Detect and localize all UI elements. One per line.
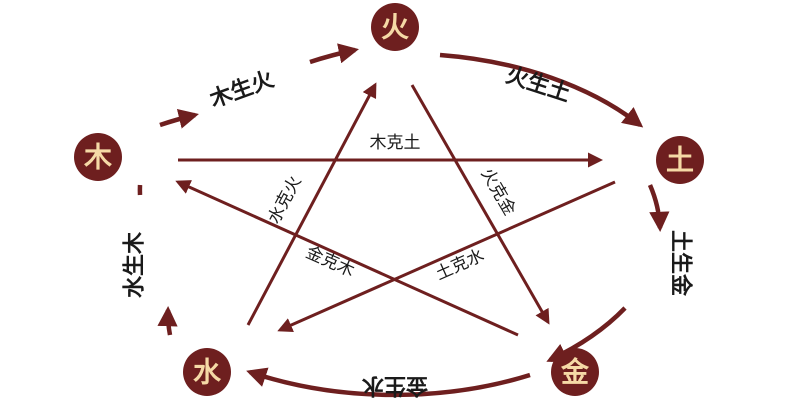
label-water-wood: 水生木: [123, 231, 148, 298]
node-wood-label: 木: [83, 141, 112, 174]
node-water: 水: [183, 348, 231, 396]
arc-wood-fire: [159, 108, 199, 129]
arc-fire-earth: [439, 52, 644, 128]
line-metal-wood: [175, 180, 519, 337]
label-metal-water: 金生水: [361, 373, 429, 399]
arc-wood-fire-upper: [309, 43, 359, 65]
label-wood-fire: 木生火: [206, 67, 278, 113]
arc-water-wood: [157, 305, 178, 336]
label-wood-earth: 木克土: [370, 133, 421, 153]
label-fire-earth: 火生土: [503, 63, 574, 107]
label-metal-wood: 金克木: [303, 242, 358, 281]
node-metal: 金: [551, 348, 599, 396]
node-fire-label: 火: [381, 11, 409, 44]
node-fire: 火: [371, 3, 419, 51]
label-water-fire: 水克火: [264, 173, 306, 227]
node-wood: 木: [74, 133, 122, 181]
line-fire-metal: [410, 84, 550, 325]
node-earth: 土: [656, 136, 704, 184]
node-earth-label: 土: [666, 144, 694, 177]
node-water-label: 水: [193, 356, 222, 389]
line-earth-water: [277, 180, 616, 333]
label-earth-metal: 土生金: [668, 230, 694, 297]
arc-earth-metal: [647, 184, 670, 233]
line-water-fire: [246, 82, 377, 326]
node-metal-label: 金: [560, 356, 590, 389]
arc-metal-water: [246, 367, 531, 398]
